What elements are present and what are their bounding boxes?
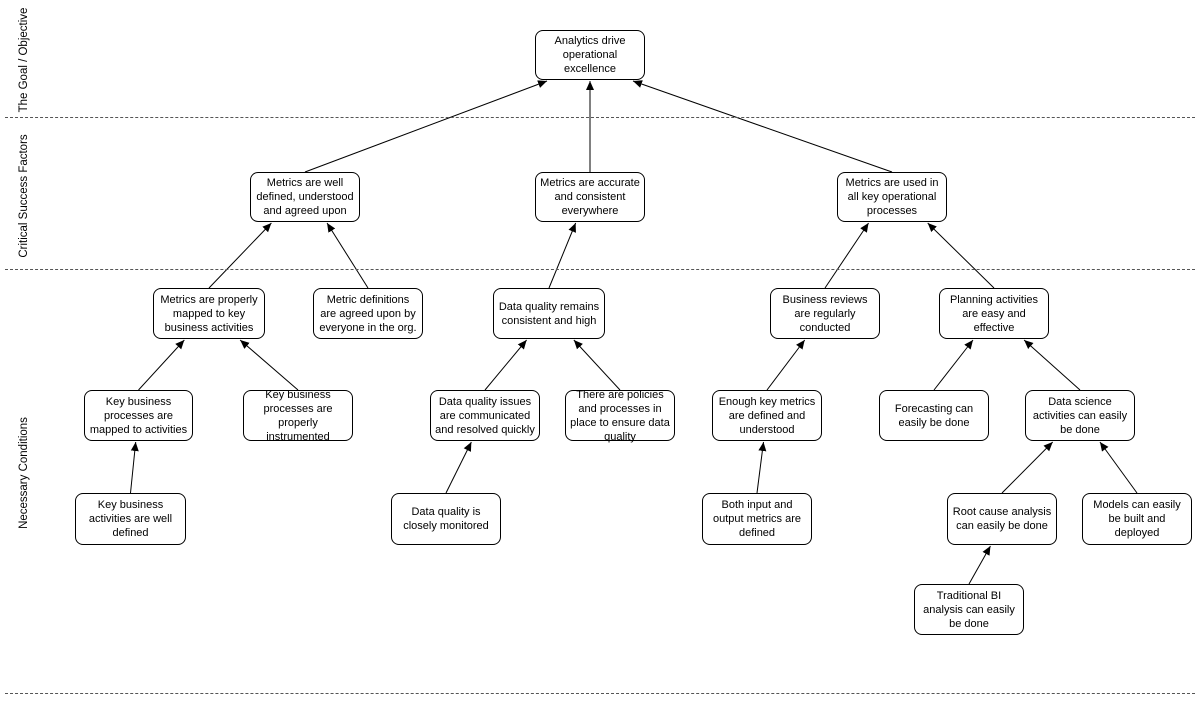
node-metrics-accurate[interactable]: Metrics are accurate and consistent ever… [535, 172, 645, 222]
edge-n2-to-n1 [304, 80, 548, 173]
node-models-built[interactable]: Models can easily be built and deployed [1082, 493, 1192, 545]
node-root-cause-analysis[interactable]: Root cause analysis can easily be done [947, 493, 1057, 545]
band-label-nc: Necessary Conditions [18, 417, 30, 529]
node-forecasting[interactable]: Forecasting can easily be done [879, 390, 989, 441]
node-processes-mapped[interactable]: Key business processes are mapped to act… [84, 390, 193, 441]
node-business-reviews[interactable]: Business reviews are regularly conducted [770, 288, 880, 339]
edge-n18-to-n12 [445, 441, 472, 494]
node-data-quality-issues[interactable]: Data quality issues are communicated and… [430, 390, 540, 441]
edge-n20-to-n16 [1001, 441, 1054, 494]
node-processes-instrumented[interactable]: Key business processes are properly inst… [243, 389, 353, 443]
edge-n17-to-n10 [130, 441, 139, 494]
edge-n16-to-n9 [1023, 339, 1081, 391]
edge-n10-to-n5 [138, 339, 185, 391]
edge-n4-to-n1 [632, 80, 893, 173]
edge-n15-to-n9 [933, 339, 974, 391]
edge-n21-to-n16 [1099, 441, 1138, 494]
node-business-activities-defined[interactable]: Key business activities are well defined [75, 493, 186, 545]
node-metrics-well-defined[interactable]: Metrics are well defined, understood and… [250, 172, 360, 222]
divider-csf-nc [5, 269, 1195, 270]
edge-n19-to-n14 [756, 441, 767, 494]
edge-n5-to-n2 [208, 222, 272, 289]
band-label-csf: Critical Success Factors [18, 134, 30, 258]
node-metric-definitions-agreed[interactable]: Metric definitions are agreed upon by ev… [313, 288, 423, 339]
edge-n22-to-n20 [968, 545, 991, 585]
divider-goal-csf [5, 117, 1195, 118]
divider-bottom [5, 693, 1195, 694]
edge-n14-to-n8 [766, 339, 806, 391]
band-label-goal: The Goal / Objective [18, 7, 30, 113]
edge-n7-to-n3 [548, 222, 577, 289]
node-planning-activities[interactable]: Planning activities are easy and effecti… [939, 288, 1049, 339]
node-metrics-mapped[interactable]: Metrics are properly mapped to key busin… [153, 288, 265, 339]
edge-n9-to-n4 [927, 222, 995, 289]
node-traditional-bi[interactable]: Traditional BI analysis can easily be do… [914, 584, 1024, 635]
node-data-science[interactable]: Data science activities can easily be do… [1025, 390, 1135, 441]
edge-n13-to-n7 [573, 339, 621, 391]
node-analytics-goal[interactable]: Analytics drive operational excellence [535, 30, 645, 80]
node-input-output-metrics[interactable]: Both input and output metrics are define… [702, 493, 812, 545]
edge-n6-to-n2 [326, 222, 369, 289]
node-data-quality-high[interactable]: Data quality remains consistent and high [493, 288, 605, 339]
node-data-quality-policies[interactable]: There are policies and processes in plac… [565, 389, 675, 443]
edge-n8-to-n4 [824, 222, 869, 289]
node-metrics-used[interactable]: Metrics are used in all key operational … [837, 172, 947, 222]
edge-n11-to-n5 [239, 339, 299, 391]
edge-n12-to-n7 [484, 339, 527, 391]
node-enough-key-metrics[interactable]: Enough key metrics are defined and under… [712, 390, 822, 441]
node-data-quality-monitored[interactable]: Data quality is closely monitored [391, 493, 501, 545]
